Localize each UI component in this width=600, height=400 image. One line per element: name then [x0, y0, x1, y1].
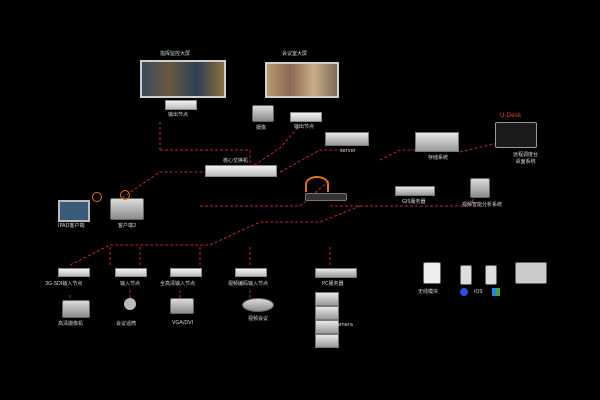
udesk-label: U-Desk [500, 112, 522, 119]
meeting-video-wall [265, 62, 339, 98]
hdmi-input-device [170, 268, 202, 277]
phone-device-1 [460, 265, 472, 285]
pc-client-label: 客户端2 [118, 223, 137, 229]
ios-label: iOS [474, 289, 483, 295]
windows-icon [492, 288, 500, 296]
mic-icon [124, 298, 136, 310]
ip-camera-stack-2 [315, 306, 339, 320]
wall-right-label: 会议室大屏 [282, 51, 308, 57]
laptop-device [515, 262, 547, 284]
server-label: server [340, 148, 356, 154]
video-analysis-device [470, 178, 490, 198]
hdmi-input-label: 全高清输入节点 [160, 281, 196, 287]
server-device [325, 132, 369, 146]
desk-system-label: 远程调度台 桌面系统 [513, 152, 539, 165]
vga-dvi-label: VGA/DVI [172, 320, 194, 326]
output-node-right-label: 输出节点 [294, 124, 315, 130]
output-node-left-device [165, 100, 197, 110]
vga-dvi-device [170, 298, 194, 314]
sdi-input-device [58, 268, 90, 277]
storage-device [415, 132, 459, 152]
mobile-terminal-device [423, 262, 441, 284]
wifi-ap-device [305, 193, 347, 201]
camera-top-label: 摄像 [256, 125, 267, 131]
pc-cluster-label: PC服务器 [322, 281, 344, 287]
camera-device-top [252, 105, 274, 122]
ipad-device [58, 200, 90, 222]
ip-camera-stack-4 [315, 334, 339, 348]
command-video-wall [140, 60, 226, 98]
mic-label: 会议话筒 [116, 321, 137, 327]
pc-cluster-switch [315, 268, 357, 278]
mobile-terminal-label: 无线模块 [418, 289, 439, 295]
core-switch-device [205, 165, 277, 177]
sdi-input-label: 3G-SDI输入节点 [45, 281, 83, 287]
android-icon [460, 288, 468, 296]
gis-server-device [395, 186, 435, 196]
ip-camera-stack-3 [315, 320, 339, 334]
video-conference-device [242, 298, 274, 312]
input-node-label: 输入节点 [120, 281, 141, 287]
encoder-input-label: 视频编码输入节点 [228, 281, 269, 287]
wall-left-label: 指挥监控大屏 [160, 51, 191, 57]
udesk-monitor [495, 122, 537, 148]
camera-device [62, 300, 90, 318]
phone-device-2 [485, 265, 497, 285]
gis-server-label: GIS服务器 [402, 199, 426, 205]
storage-label: 存储系统 [428, 155, 449, 161]
wireless-icon-right [120, 190, 130, 200]
ipad-label: IPAD客户端 [58, 223, 85, 229]
ip-camera-label: IP camera [328, 322, 353, 328]
wifi-icon [305, 176, 329, 192]
output-node-left-label: 输出节点 [168, 112, 189, 118]
wireless-icon-left [92, 192, 102, 202]
camera-device-label: 高清摄像机 [58, 321, 84, 327]
video-analysis-label: 视频智能分析系统 [462, 202, 503, 208]
video-conference-label: 视频会议 [248, 316, 269, 322]
input-node-device [115, 268, 147, 277]
encoder-input-device [235, 268, 267, 277]
ip-camera-stack-1 [315, 292, 339, 306]
output-node-right-device [290, 112, 322, 122]
pc-client-device [110, 198, 144, 220]
core-switch-label: 核心交换机 [223, 158, 249, 164]
